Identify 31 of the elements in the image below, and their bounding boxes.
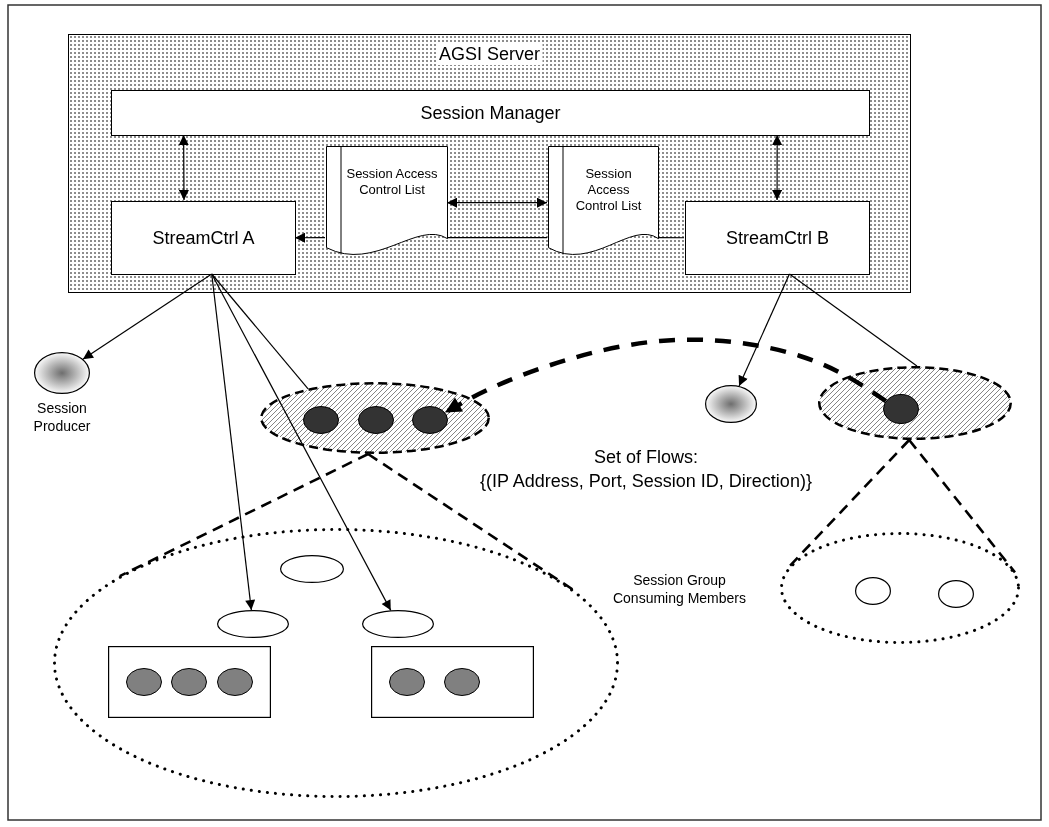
arrow <box>211 273 392 611</box>
arrow <box>82 273 213 360</box>
controller-box <box>685 201 870 275</box>
group-label: Session Group Consuming Members <box>612 572 747 607</box>
arrow <box>446 197 548 208</box>
dashed-line <box>908 439 1016 574</box>
arrow <box>738 273 791 387</box>
dashed-line <box>367 452 576 592</box>
box-title: AGSI Server <box>437 44 542 65</box>
dashed-line <box>119 452 369 578</box>
node-caption: Session Producer <box>32 400 92 435</box>
controller-box <box>111 201 296 275</box>
box-label: Session Manager <box>420 102 561 124</box>
server-box <box>68 34 911 293</box>
arrow <box>772 134 783 201</box>
connector-line <box>788 273 918 367</box>
document-label: Session Access Control List <box>346 166 438 198</box>
dashed-line <box>789 439 911 567</box>
arrow <box>211 273 256 611</box>
connector-line <box>657 237 685 239</box>
arrow <box>294 232 326 243</box>
flow-set-label: Set of Flows: <box>592 446 699 469</box>
box-label: StreamCtrl B <box>726 227 829 249</box>
manager-box <box>111 90 870 136</box>
connector-line <box>211 273 309 390</box>
dashed-arrow <box>444 337 888 415</box>
box-label: StreamCtrl A <box>152 227 255 249</box>
document-label: Session Access Control List <box>574 166 643 214</box>
connector-line <box>446 237 548 239</box>
flow-set-label: {(IP Address, Port, Session ID, Direction)} <box>479 470 813 493</box>
arrow <box>178 134 189 201</box>
